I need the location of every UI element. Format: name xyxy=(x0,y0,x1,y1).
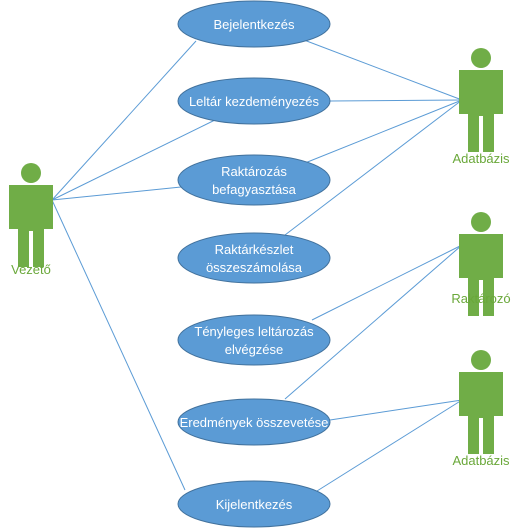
association-line-raktarozo-osszevetes xyxy=(284,244,463,400)
actor-label: Adatbázis xyxy=(452,151,510,166)
actor-adatbazis1: Adatbázis xyxy=(452,48,510,166)
use-case-ellipse xyxy=(177,232,331,284)
actor-body-icon xyxy=(459,372,503,454)
use-case-label: Raktárkészlet xyxy=(215,242,294,257)
association-line-adatbazis1-befagyasztas xyxy=(304,99,463,164)
use-case-label: Raktározás xyxy=(221,164,287,179)
association-line-adatbazis2-kijelentkezes xyxy=(316,399,463,492)
use-case-ellipse xyxy=(177,398,331,446)
use-case-label: összeszámolása xyxy=(206,260,303,275)
actor-label: Vezető xyxy=(11,262,51,277)
association-line-adatbazis1-bejelentkezes xyxy=(303,39,463,101)
use-case-ellipse xyxy=(177,0,331,48)
use-case-label: Kijelentkezés xyxy=(216,497,293,512)
actor-body-icon xyxy=(9,185,53,267)
use-case-label: befagyasztása xyxy=(212,182,297,197)
actor-head-icon xyxy=(471,212,491,232)
use-case-befagyasztas[interactable]: Raktározás befagyasztása xyxy=(177,154,331,206)
use-case-bejelentkezes[interactable]: Bejelentkezés xyxy=(177,0,331,48)
use-case-ellipse xyxy=(177,480,331,528)
actor-label: Adatbázis xyxy=(452,453,510,468)
use-case-ellipse xyxy=(177,77,331,125)
association-line-adatbazis1-leltar xyxy=(329,99,463,102)
use-case-leltar[interactable]: Leltár kezdeményezés xyxy=(177,77,331,125)
actor-label: Raktározó xyxy=(451,291,510,306)
actor-head-icon xyxy=(471,48,491,68)
use-case-osszevetes[interactable]: Eredmények összevetése xyxy=(177,398,331,446)
use-case-elvegzes[interactable]: Tényleges leltározás elvégzése xyxy=(177,314,331,366)
use-case-label: Bejelentkezés xyxy=(214,17,295,32)
actor-head-icon xyxy=(21,163,41,183)
use-case-label: Tényleges leltározás xyxy=(194,324,314,339)
use-case-ellipse xyxy=(177,154,331,206)
actor-body-icon xyxy=(459,234,503,316)
association-line-vezeto-leltar xyxy=(51,119,216,201)
association-line-adatbazis2-osszevetes xyxy=(329,399,463,421)
association-lines xyxy=(51,39,463,492)
association-line-raktarozo-elvegzes xyxy=(311,244,463,321)
actor-adatbazis2: Adatbázis xyxy=(452,350,510,468)
actor-body-icon xyxy=(459,70,503,152)
association-line-vezeto-kijelentkezes xyxy=(51,199,186,491)
association-line-vezeto-befagyasztas xyxy=(51,186,182,201)
use-case-kijelentkezes[interactable]: Kijelentkezés xyxy=(177,480,331,528)
association-line-adatbazis1-osszeszamolas xyxy=(284,99,463,236)
association-line-vezeto-bejelentkezes xyxy=(51,40,197,201)
use-case-label: Eredmények összevetése xyxy=(180,415,329,430)
use-case-label: Leltár kezdeményezés xyxy=(189,94,320,109)
actor-vezeto: Vezető xyxy=(9,163,53,277)
actor-raktarozo: Raktározó xyxy=(451,212,511,316)
use-case-ellipse xyxy=(177,314,331,366)
use-case-osszeszamolas[interactable]: Raktárkészlet összeszámolása xyxy=(177,232,331,284)
use-case-label: elvégzése xyxy=(225,342,284,357)
actor-head-icon xyxy=(471,350,491,370)
